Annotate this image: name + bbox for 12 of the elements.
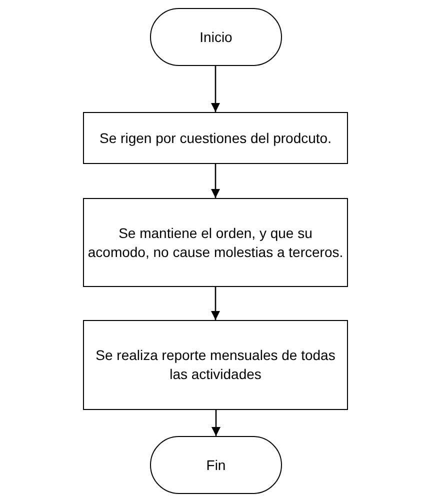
node-text: Se rigen por cuestiones del prodcuto. xyxy=(100,128,332,148)
arrow xyxy=(210,66,220,112)
process-box xyxy=(83,112,348,164)
process-box xyxy=(83,320,348,410)
node-text: Se realiza reporte mensuales de todas las actividades xyxy=(94,346,336,384)
arrow xyxy=(211,410,221,436)
arrow xyxy=(210,164,220,198)
process-box xyxy=(83,198,348,287)
node-text: Inicio xyxy=(200,28,232,46)
node-text: Fin xyxy=(206,456,226,474)
node-text: Se mantiene el orden, y que su acomodo, no cause molestias a terceros. xyxy=(87,224,344,262)
arrow xyxy=(210,287,220,320)
